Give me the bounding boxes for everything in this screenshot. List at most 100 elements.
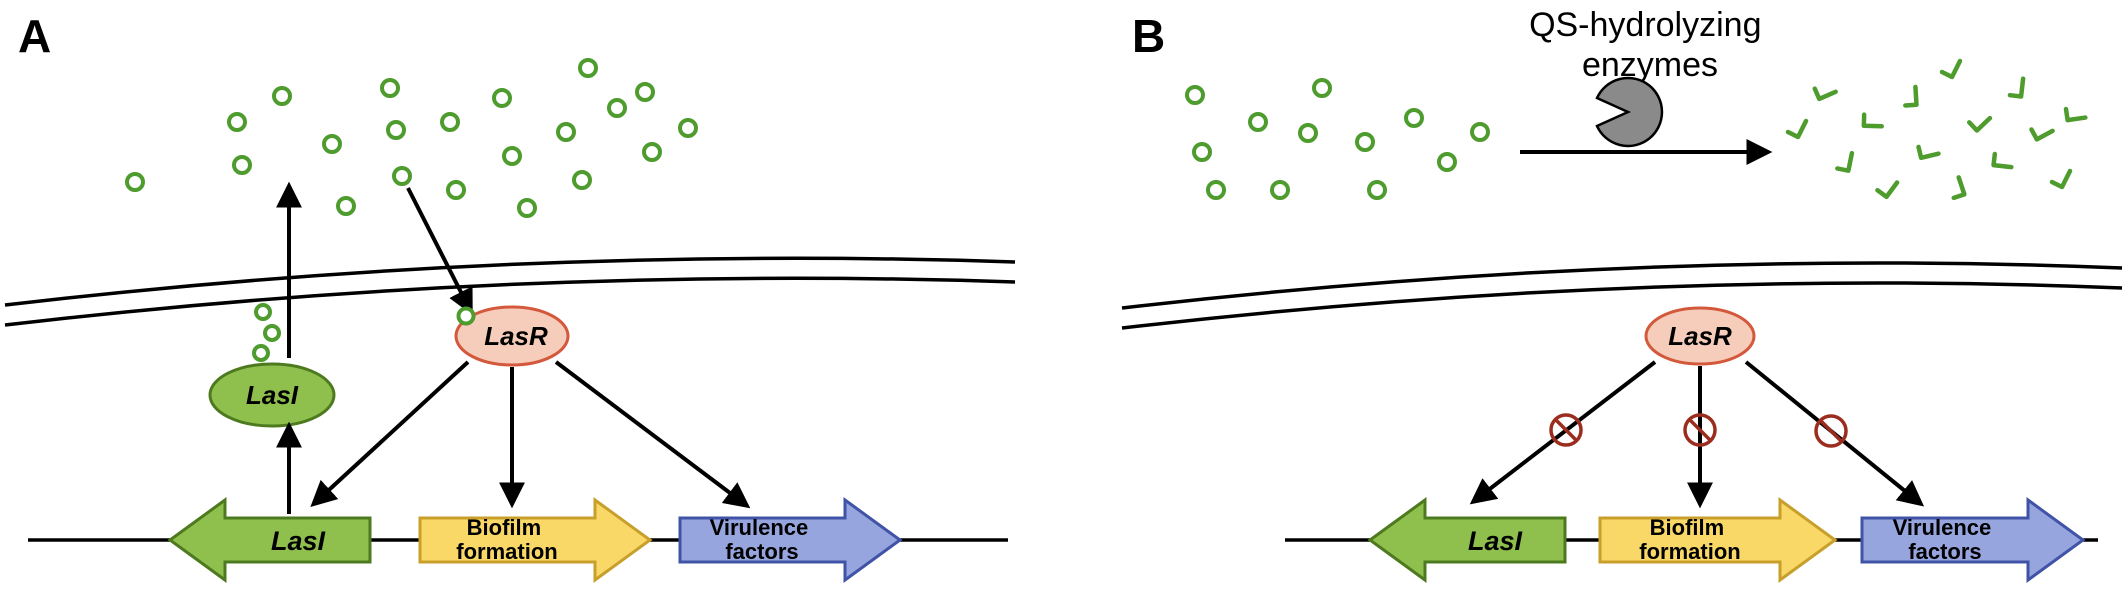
signal-molecule-icon bbox=[635, 82, 655, 102]
activation-arrow-virulence bbox=[554, 360, 751, 509]
signal-molecule-icon bbox=[263, 324, 281, 342]
title-line1: QS-hydrolyzing bbox=[1529, 6, 1761, 44]
inhibition-slash-icon bbox=[1553, 417, 1579, 443]
degraded-signal-fragment-icon bbox=[1991, 151, 2014, 170]
degraded-signal-fragment-icon bbox=[1939, 58, 1963, 80]
inhibition-sign-icon bbox=[1549, 413, 1583, 447]
signal-molecule-icon bbox=[440, 112, 460, 132]
signal-molecule-icon bbox=[642, 142, 662, 162]
hydrolyzing-enzyme-icon bbox=[1595, 76, 1664, 148]
signal-molecule-icon bbox=[336, 196, 356, 216]
inhibition-signs bbox=[1549, 413, 1848, 448]
panel-a-label: A bbox=[18, 10, 51, 62]
virulence-gene-arrow-a bbox=[678, 497, 903, 583]
degraded-signal-fragment-icon bbox=[1861, 112, 1884, 129]
membrane-inner-line-b bbox=[1121, 281, 2123, 330]
degraded-signal-fragment-icon bbox=[2007, 76, 2026, 99]
signal-molecule-icon bbox=[252, 344, 270, 362]
lasr-protein-label-b: LasR bbox=[1668, 321, 1732, 351]
virulence-label-line1: Virulence bbox=[1893, 515, 1992, 540]
signal-import-arrow bbox=[406, 187, 473, 316]
degraded-signal-fragment-icon bbox=[1875, 180, 1900, 200]
degraded-signal-fragment-icon bbox=[1903, 84, 1919, 108]
degraded-signal-fragment-icon bbox=[1812, 86, 1838, 102]
signal-molecule-icon bbox=[392, 166, 412, 186]
signal-molecule-icon bbox=[227, 112, 247, 132]
biofilm-gene-label-b: Biofilm formation bbox=[1639, 515, 1740, 564]
activation-arrow-lasi bbox=[310, 360, 470, 508]
biofilm-gene-arrow-b bbox=[1598, 497, 1838, 583]
degraded-signal-fragments bbox=[1785, 58, 2088, 201]
biofilm-gene-label-a: Biofilm formation bbox=[456, 515, 557, 564]
virulence-gene-arrow-b bbox=[1860, 497, 2086, 583]
signal-molecule-icon bbox=[322, 134, 342, 154]
lasr-protein-label-a: LasR bbox=[484, 321, 548, 351]
signal-molecule-icon bbox=[380, 78, 400, 98]
virulence-label-line2: factors bbox=[1908, 539, 1981, 564]
signal-molecules-extracellular-a bbox=[125, 58, 698, 218]
lasr-protein-ellipse-b bbox=[1644, 306, 1756, 366]
panel-a: A LasI LasR LasI Biofilm formation bbox=[4, 10, 1016, 583]
virulence-label-line2: factors bbox=[725, 539, 798, 564]
signal-molecule-icon bbox=[125, 172, 145, 192]
membrane-outer-line-a bbox=[4, 256, 1016, 307]
signal-molecule-icon bbox=[386, 120, 406, 140]
signal-molecules-extracellular-b bbox=[1185, 78, 1490, 200]
signal-molecules-exported-a bbox=[252, 303, 281, 362]
lasi-protein-label: LasI bbox=[246, 380, 299, 410]
biofilm-label-line2: formation bbox=[456, 539, 557, 564]
signal-molecule-icon bbox=[1437, 152, 1457, 172]
signal-molecule-icon bbox=[1355, 132, 1375, 152]
title-line2: enzymes bbox=[1582, 46, 1718, 84]
inhibition-sign-icon bbox=[1814, 414, 1848, 448]
signal-molecule-icon bbox=[1192, 142, 1212, 162]
biofilm-label-line1: Biofilm bbox=[1650, 515, 1725, 540]
signal-molecule-icon bbox=[1404, 108, 1424, 128]
bound-signal-molecule-icon bbox=[456, 306, 476, 326]
degraded-signal-fragment-icon bbox=[2063, 106, 2088, 123]
signal-molecule-icon bbox=[517, 198, 537, 218]
lasi-gene-label-a: LasI bbox=[271, 526, 326, 556]
signal-molecule-icon bbox=[556, 122, 576, 142]
signal-molecule-icon bbox=[1185, 85, 1205, 105]
signal-molecule-icon bbox=[578, 58, 598, 78]
lasi-protein-ellipse bbox=[208, 362, 336, 428]
degraded-signal-fragment-icon bbox=[1916, 144, 1941, 161]
signal-molecule-icon bbox=[1270, 180, 1290, 200]
degraded-signal-fragment-icon bbox=[2049, 168, 2073, 190]
degraded-signal-fragment-icon bbox=[1785, 118, 1809, 140]
biofilm-gene-arrow-a bbox=[418, 497, 653, 583]
qs-hydrolyzing-enzymes-title: QS-hydrolyzing enzymes bbox=[1529, 6, 1771, 84]
lasr-protein-ellipse-a bbox=[454, 305, 570, 367]
biofilm-label-line1: Biofilm bbox=[467, 515, 542, 540]
signal-molecule-icon bbox=[254, 303, 272, 321]
panel-b-label: B bbox=[1132, 10, 1165, 62]
signal-molecule-icon bbox=[232, 155, 252, 175]
membrane-outer-line-b bbox=[1121, 261, 2123, 310]
signal-molecule-icon bbox=[446, 180, 466, 200]
signal-molecule-icon bbox=[502, 146, 522, 166]
lasi-gene-label-b: LasI bbox=[1468, 526, 1523, 556]
signal-molecule-icon bbox=[1470, 122, 1490, 142]
signal-molecule-icon bbox=[272, 86, 292, 106]
signal-molecule-icon bbox=[607, 98, 627, 118]
virulence-gene-label-a: Virulence factors bbox=[710, 515, 815, 564]
signal-molecule-icon bbox=[572, 170, 592, 190]
signal-molecule-icon bbox=[1206, 180, 1226, 200]
signal-molecule-icon bbox=[492, 88, 512, 108]
degraded-signal-fragment-icon bbox=[2029, 127, 2055, 142]
lasi-gene-arrow-a bbox=[167, 497, 372, 583]
panel-b: B QS-hydrolyzing enzymes LasR bbox=[1121, 6, 2123, 583]
signal-molecule-icon bbox=[678, 118, 698, 138]
virulence-gene-label-b: Virulence factors bbox=[1893, 515, 1998, 564]
degraded-signal-fragment-icon bbox=[1835, 150, 1855, 173]
degraded-signal-fragment-icon bbox=[1966, 115, 1993, 133]
membrane-inner-line-a bbox=[4, 276, 1016, 327]
inhibition-sign-icon bbox=[1683, 413, 1717, 447]
biofilm-label-line2: formation bbox=[1639, 539, 1740, 564]
degraded-signal-fragment-icon bbox=[1951, 175, 1967, 201]
virulence-label-line1: Virulence bbox=[710, 515, 809, 540]
signal-molecule-icon bbox=[1367, 180, 1387, 200]
